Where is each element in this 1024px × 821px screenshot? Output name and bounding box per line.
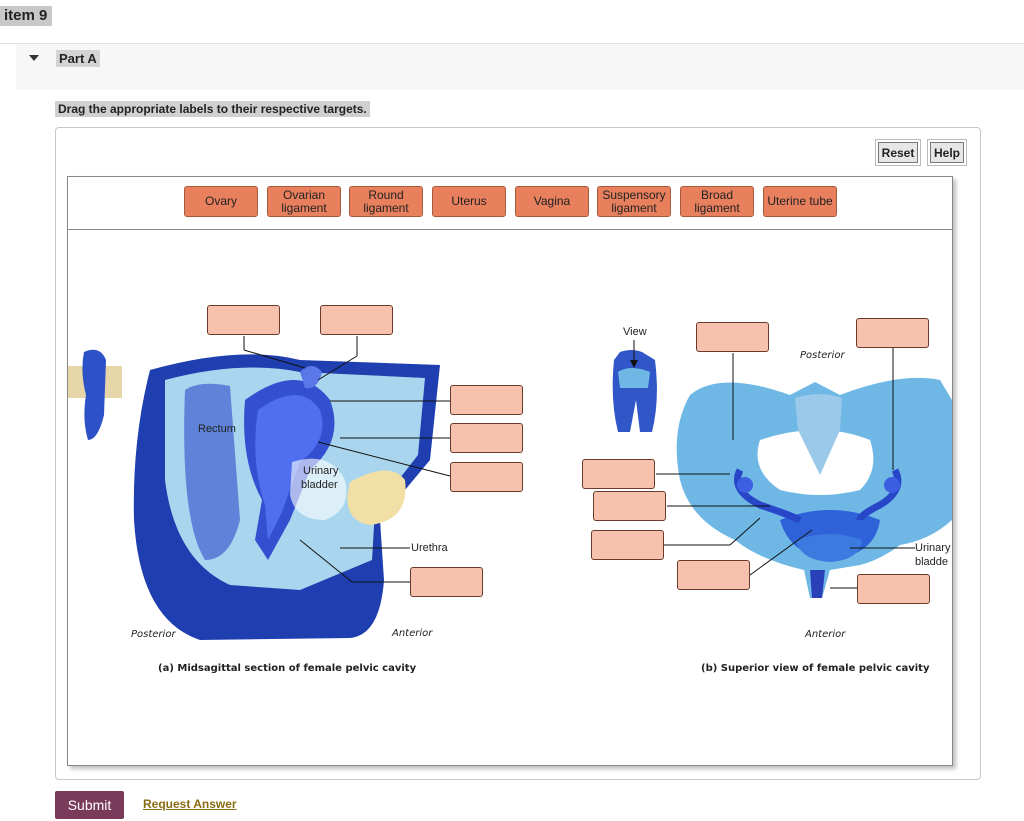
drop-target-a4[interactable]	[450, 423, 523, 453]
drop-target-b6[interactable]	[677, 560, 750, 590]
instructions: Drag the appropriate labels to their res…	[55, 101, 370, 117]
part-header[interactable]	[16, 44, 1024, 90]
urinary-bladder-text-b: Urinary	[915, 542, 951, 554]
drop-target-a3[interactable]	[450, 385, 523, 415]
divider	[0, 43, 1024, 44]
anterior-text-b: Anterior	[804, 629, 846, 640]
urinary-bladder-text-b-line2: bladde	[915, 556, 948, 568]
drop-target-b7[interactable]	[857, 574, 930, 604]
urinary-bladder-text-a-line2: bladder	[301, 479, 338, 491]
rectum-text: Rectum	[198, 423, 236, 435]
drop-target-b1[interactable]	[696, 322, 769, 352]
label-vagina[interactable]: Vagina	[515, 186, 589, 217]
superior-view-figure: View Posterior Urinary bladde Anterior (…	[612, 326, 952, 674]
drop-target-b4[interactable]	[593, 491, 666, 521]
drop-target-a1[interactable]	[207, 305, 280, 335]
midsagittal-section-figure: Rectum Urinary bladder Urethra Posterior…	[68, 336, 451, 674]
posterior-text-b: Posterior	[800, 350, 845, 361]
label-bar-divider	[68, 229, 952, 230]
label-uterus[interactable]: Uterus	[432, 186, 506, 217]
reset-button[interactable]: Reset	[878, 142, 918, 163]
drop-target-b2[interactable]	[856, 318, 929, 348]
caption-b: (b) Superior view of female pelvic cavit…	[701, 663, 930, 674]
submit-button[interactable]: Submit	[55, 791, 124, 819]
posterior-text-a: Posterior	[131, 629, 176, 640]
caret-down-icon[interactable]	[29, 55, 39, 61]
label-ovarian-ligament[interactable]: Ovarian ligament	[267, 186, 341, 217]
urinary-bladder-text-a: Urinary	[303, 465, 339, 477]
drop-target-a6[interactable]	[410, 567, 483, 597]
part-title[interactable]: Part A	[56, 50, 100, 67]
drop-target-a5[interactable]	[450, 462, 523, 492]
help-button[interactable]: Help	[930, 142, 964, 163]
anterior-text-a: Anterior	[391, 628, 433, 639]
drop-target-b3[interactable]	[582, 459, 655, 489]
view-text: View	[623, 326, 647, 338]
label-ovary[interactable]: Ovary	[184, 186, 258, 217]
drop-target-a2[interactable]	[320, 305, 393, 335]
urethra-text: Urethra	[411, 542, 449, 554]
label-uterine-tube[interactable]: Uterine tube	[763, 186, 837, 217]
drop-target-b5[interactable]	[591, 530, 664, 560]
label-round-ligament[interactable]: Round ligament	[349, 186, 423, 217]
label-suspensory-ligament[interactable]: Suspensory ligament	[597, 186, 671, 217]
request-answer-link[interactable]: Request Answer	[143, 797, 237, 811]
label-broad-ligament[interactable]: Broad ligament	[680, 186, 754, 217]
item-title: item 9	[0, 6, 53, 26]
caption-a: (a) Midsagittal section of female pelvic…	[158, 663, 417, 674]
urinary-bladder-text-a-line: Urinary	[303, 465, 339, 477]
